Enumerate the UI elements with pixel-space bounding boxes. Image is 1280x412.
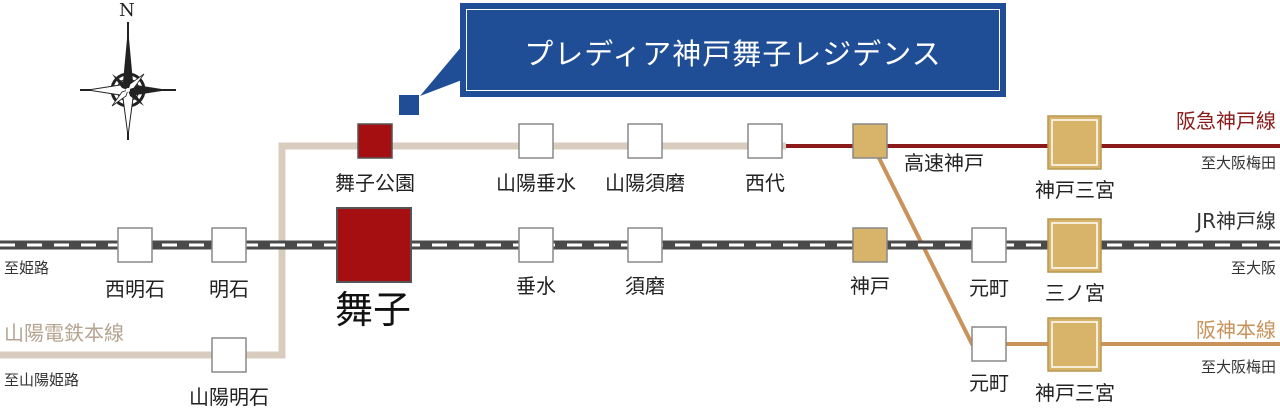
label-akashi: 明石 [209, 277, 249, 301]
label-sannomiya: 三ノ宮 [1045, 281, 1105, 305]
label-maiko: 舞子 [334, 288, 412, 332]
label-tarumi: 垂水 [516, 274, 556, 298]
station-akashi [211, 227, 247, 263]
station-tarumi [518, 227, 554, 263]
line-name-hankyu: 阪急神戸線 [1176, 109, 1276, 133]
direction-jr-east: 至大阪 [1230, 259, 1276, 277]
property-title-banner: プレディア神戸舞子レジデンス [460, 3, 1006, 97]
label-sanyo-suma: 山陽須磨 [605, 171, 685, 195]
station-motomachi-jr [971, 227, 1007, 263]
label-suma: 須磨 [625, 274, 665, 298]
station-kobe [852, 227, 888, 263]
label-maiko-koen: 舞子公園 [335, 171, 415, 195]
station-kosoku-kobe [852, 123, 888, 159]
station-sanyo-tarumi [518, 123, 554, 159]
label-nishidai: 西代 [745, 171, 785, 195]
line-name-sanyo: 山陽電鉄本線 [4, 321, 124, 345]
direction-hankyu: 至大阪梅田 [1200, 154, 1276, 172]
station-sanyo-suma [627, 123, 663, 159]
station-motomachi-hanshin [971, 326, 1007, 362]
label-motomachi-jr: 元町 [969, 276, 1009, 300]
label-kobe-sannomiya-hanshin: 神戸三宮 [1035, 381, 1115, 405]
station-kobe-sannomiya-hankyu [1047, 115, 1102, 170]
station-maiko [336, 207, 412, 283]
property-title: プレディア神戸舞子レジデンス [524, 37, 942, 71]
banner-pointer [420, 46, 462, 96]
label-sanyo-tarumi: 山陽垂水 [496, 171, 576, 195]
label-sanyo-akashi: 山陽明石 [189, 385, 269, 409]
direction-jr-west: 至姫路 [4, 259, 50, 277]
station-suma [627, 227, 663, 263]
station-sanyo-akashi [211, 337, 247, 373]
station-nishidai [747, 123, 783, 159]
station-kobe-sannomiya-hanshin [1047, 317, 1102, 372]
direction-hanshin: 至大阪梅田 [1200, 358, 1276, 376]
label-nishi-akashi: 西明石 [105, 277, 165, 301]
line-name-jr: JR神戸線 [1196, 209, 1276, 233]
label-kobe-sannomiya-hankyu: 神戸三宮 [1035, 178, 1115, 202]
label-kobe: 神戸 [850, 274, 890, 298]
compass-north-label: N [119, 0, 135, 21]
label-motomachi-hanshin: 元町 [969, 371, 1009, 395]
label-kosoku-kobe: 高速神戸 [904, 151, 984, 175]
station-nishi-akashi [117, 227, 153, 263]
compass-icon [80, 22, 176, 140]
station-maiko-koen [357, 123, 393, 159]
direction-sanyo-west: 至山陽姫路 [4, 371, 80, 389]
property-marker [399, 95, 419, 115]
line-name-hanshin: 阪神本線 [1196, 318, 1276, 342]
station-sannomiya [1047, 218, 1102, 273]
